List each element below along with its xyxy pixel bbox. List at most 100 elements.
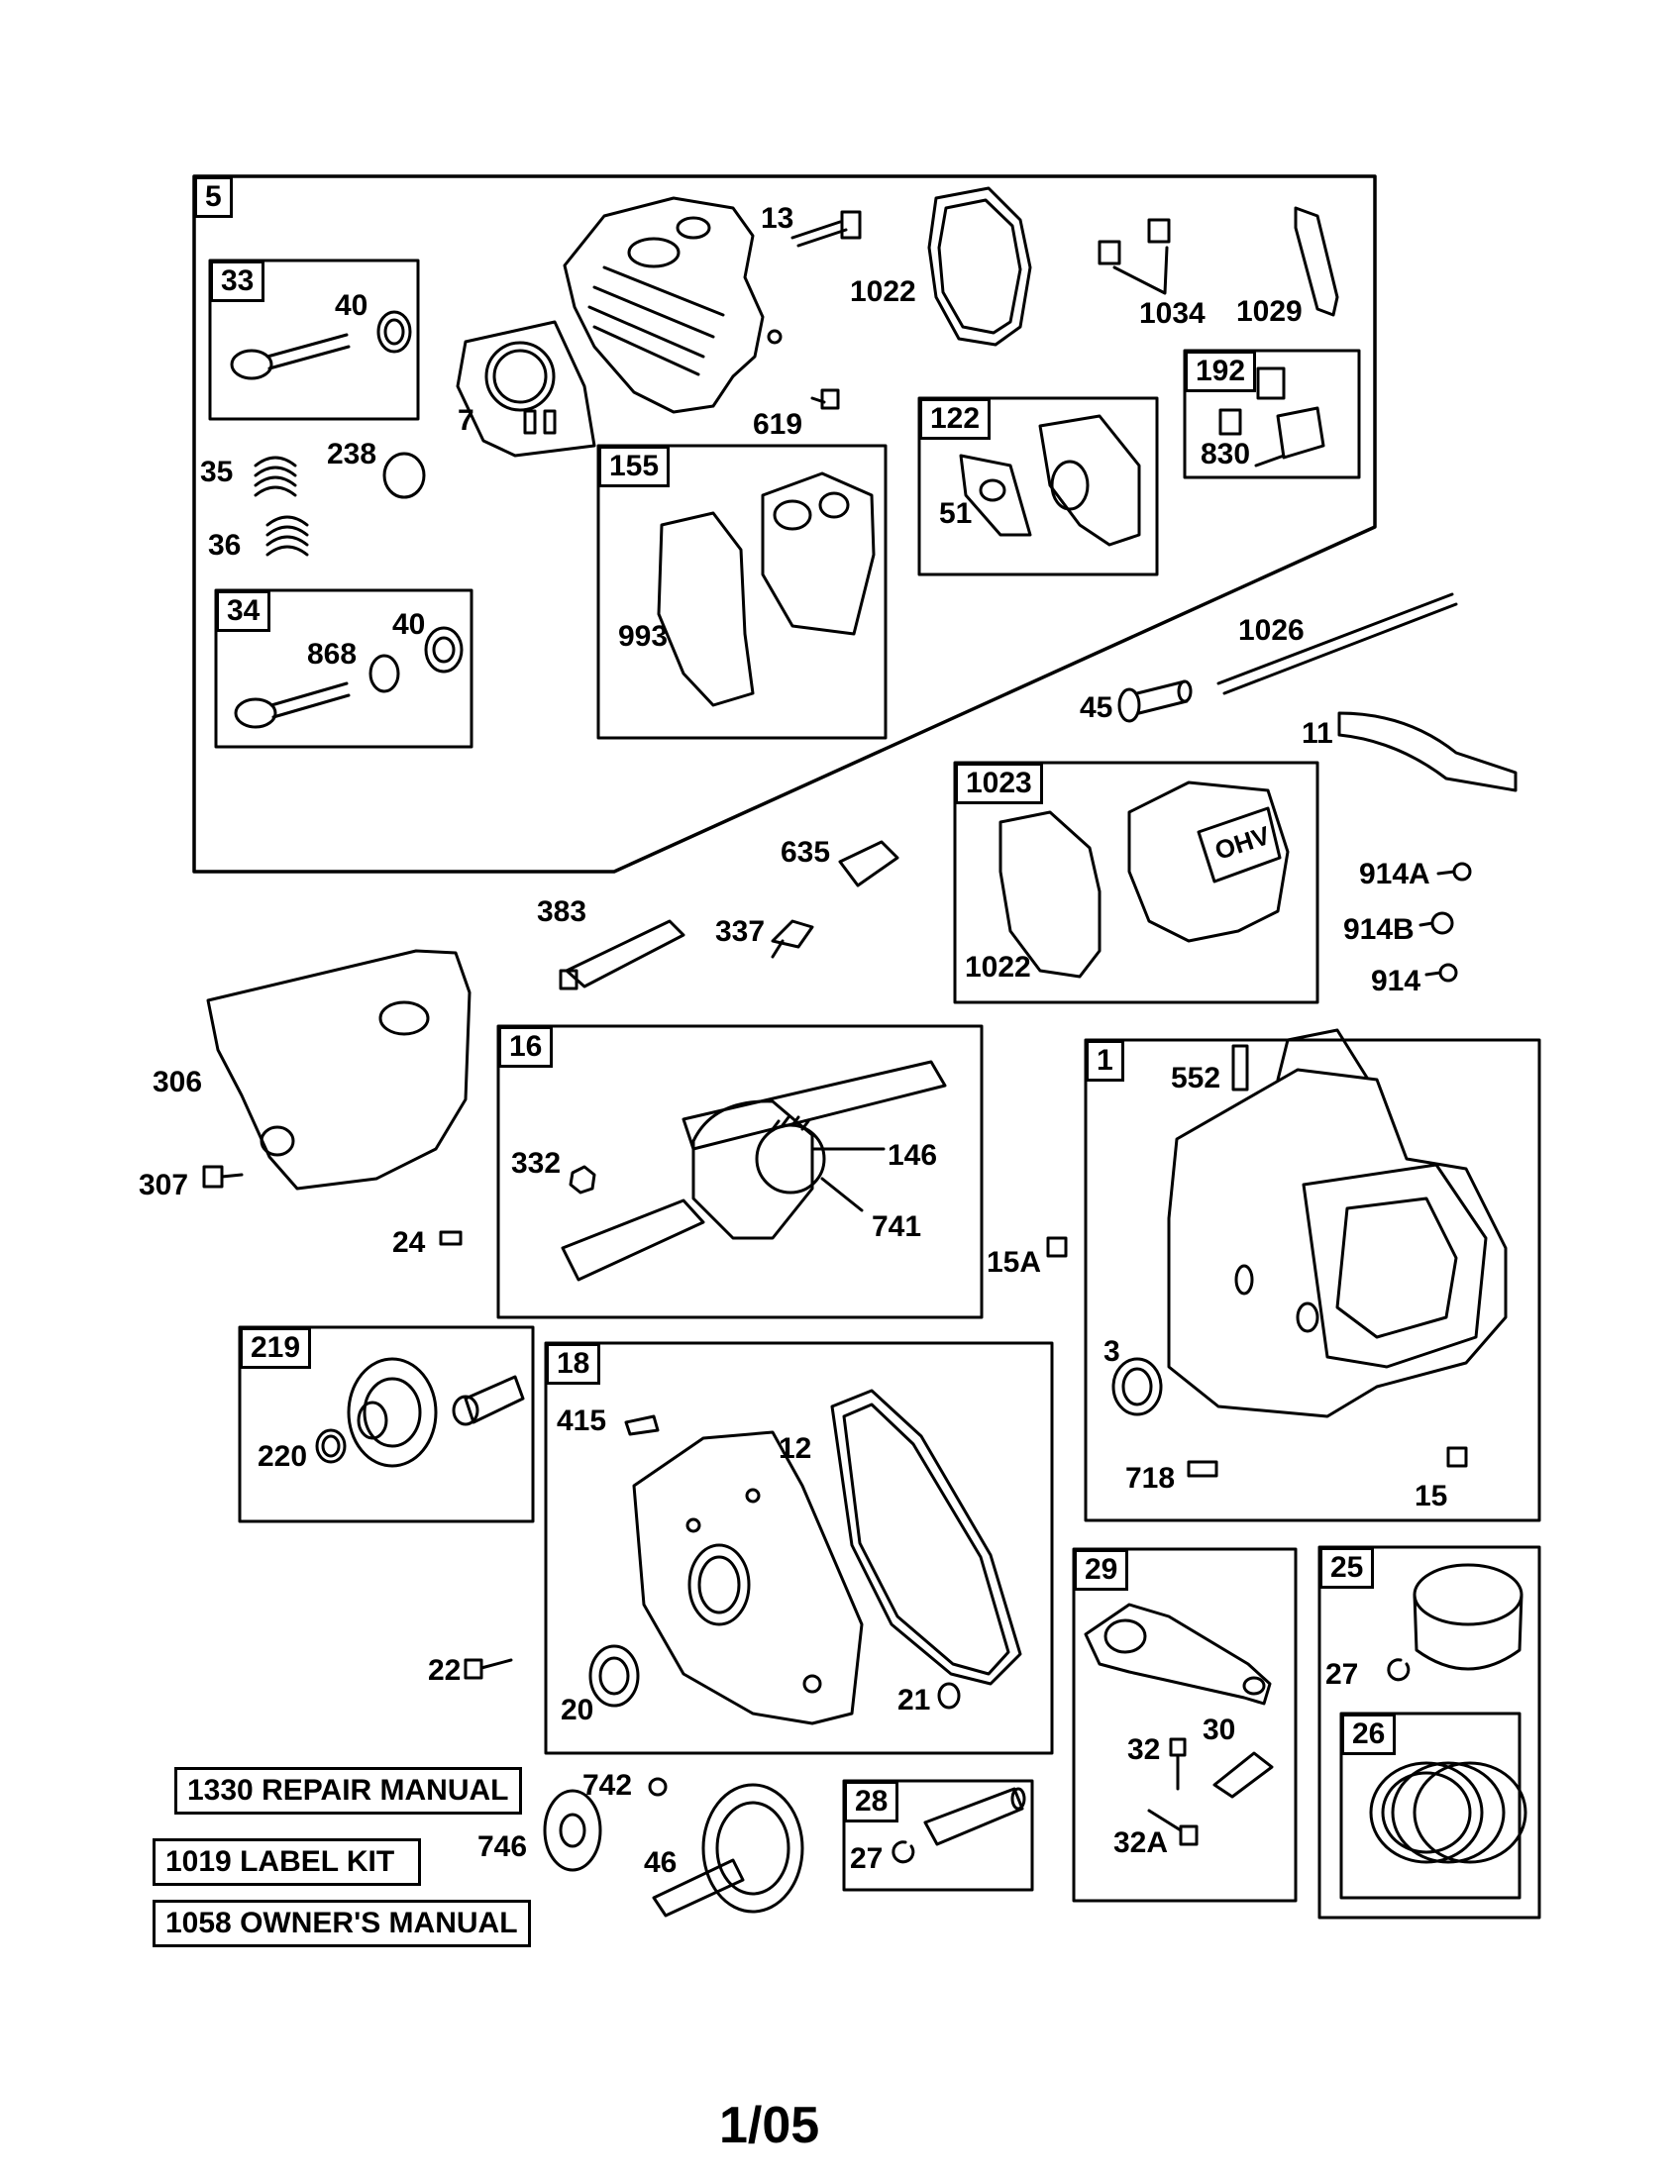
- shroud-screw-drawing: [202, 1165, 244, 1189]
- piston-ring-set-drawing: [1369, 1761, 1527, 1864]
- breather-tube-drawing: [1337, 711, 1518, 792]
- crankshaft-drawing: [561, 1060, 947, 1282]
- part-label: 718: [1125, 1462, 1176, 1495]
- cylinder-head-drawing: [563, 196, 783, 414]
- cover-plug-drawing: [624, 1414, 961, 1710]
- group-number-18: 18: [546, 1343, 601, 1385]
- part-label: 46: [644, 1846, 678, 1879]
- retainer-clip-drawing: [648, 1777, 668, 1797]
- piston-drawing: [1413, 1563, 1523, 1671]
- part-label: 238: [327, 438, 377, 470]
- part-label: 337: [715, 915, 766, 948]
- part-label: 27: [850, 1842, 884, 1875]
- part-label: 12: [779, 1432, 812, 1465]
- part-label: 635: [781, 836, 831, 869]
- group-number-1023: 1023: [955, 763, 1043, 804]
- group-number-26: 26: [1341, 1714, 1397, 1755]
- intake-valve-group-frame: [208, 259, 420, 421]
- cover-gasket-drawing: [830, 1389, 1022, 1686]
- blower-housing-drawing: [206, 949, 472, 1191]
- group-number-155: 155: [598, 446, 671, 487]
- cylinder-head-group-frame: [192, 174, 1377, 874]
- part-label: 22: [428, 1654, 462, 1687]
- group-frames: [192, 174, 1541, 1920]
- part-label: 1029: [1236, 295, 1303, 328]
- oil-seal-drawing: [1111, 1357, 1163, 1416]
- rod-bolt-drawing: [1147, 1737, 1199, 1846]
- part-label: 741: [872, 1210, 922, 1243]
- governor-group-frame: [238, 1325, 535, 1523]
- piston-pin-group-frame: [842, 1779, 1034, 1892]
- part-label: 40: [335, 289, 368, 322]
- part-label: 307: [139, 1169, 189, 1201]
- owners-manual-label: 1058 OWNER'S MANUAL: [153, 1900, 531, 1947]
- intake-manifold-drawing: [959, 414, 1141, 547]
- piston-group-frame: [1317, 1545, 1541, 1920]
- breather-fitting-drawing: [1218, 366, 1325, 468]
- crankcase-group-frame: [1084, 1038, 1541, 1522]
- part-label: 24: [392, 1226, 426, 1259]
- oil-dipper-drawing: [1212, 1751, 1274, 1799]
- part-label: 146: [888, 1139, 938, 1172]
- intake-valve-drawing: [230, 310, 412, 380]
- part-label: 36: [208, 529, 242, 562]
- key-drawing: [439, 1230, 463, 1246]
- group-number-122: 122: [919, 398, 992, 440]
- crank-leader-lines: [810, 1147, 886, 1212]
- piston-rings-group-frame: [1339, 1712, 1522, 1900]
- crankcase-cover-drawing: [632, 1430, 864, 1725]
- part-label: 1034: [1139, 297, 1206, 330]
- dipstick-tube-drawing: [559, 919, 685, 990]
- part-label: 40: [392, 608, 426, 641]
- pushrod-drawing: [1216, 592, 1458, 695]
- part-label: 13: [761, 202, 794, 235]
- part-label: 742: [582, 1769, 633, 1802]
- group-number-29: 29: [1074, 1549, 1129, 1591]
- gasket-set-group-frame: [596, 444, 888, 740]
- group-number-16: 16: [498, 1026, 554, 1068]
- label-kit-label: 1019 LABEL KIT: [153, 1838, 422, 1886]
- crank-nut-drawing: [569, 1165, 596, 1195]
- crankcase-cover-group-frame: [544, 1341, 1054, 1755]
- group-number-1: 1: [1086, 1040, 1124, 1082]
- group-number-5: 5: [194, 176, 233, 218]
- part-label: 914B: [1343, 913, 1415, 946]
- part-label: 1026: [1238, 614, 1305, 647]
- crankshaft-group-frame: [496, 1024, 984, 1319]
- connecting-rod-group-frame: [1072, 1547, 1298, 1903]
- part-label: 746: [477, 1830, 528, 1863]
- part-label: 552: [1171, 1062, 1221, 1094]
- exhaust-valve-drawing: [234, 626, 464, 729]
- group-number-28: 28: [844, 1781, 899, 1822]
- drain-plug-drawing: [1046, 1236, 1468, 1468]
- part-label: 868: [307, 638, 358, 671]
- part-label: 27: [1325, 1658, 1359, 1691]
- group-number-25: 25: [1319, 1547, 1375, 1589]
- part-label: 220: [258, 1440, 308, 1473]
- part-label: 45: [1080, 691, 1113, 724]
- part-label: 1022: [850, 275, 916, 308]
- rocker-arm-drawing: [1294, 206, 1339, 317]
- part-label: 30: [1203, 1714, 1236, 1746]
- head-gasket-drawing: [456, 320, 596, 458]
- group-number-34: 34: [216, 590, 271, 632]
- dowel-pin-drawing: [1187, 1044, 1249, 1478]
- valve-cap-drawing: [382, 452, 426, 499]
- head-bolt-drawing: [790, 210, 862, 248]
- governor-drawing: [315, 1357, 525, 1468]
- page-number: 1/05: [719, 2097, 820, 2154]
- valve-spring-drawing: [254, 456, 309, 557]
- valve-cover-screw-drawing: [1418, 862, 1472, 983]
- breather-fitting-group-frame: [1183, 349, 1361, 479]
- head-screw-drawing: [810, 388, 840, 410]
- part-label: 914: [1371, 965, 1421, 997]
- cover-oil-seal-drawing: [588, 1644, 640, 1708]
- group-number-192: 192: [1185, 351, 1257, 392]
- part-label: 1022: [965, 951, 1031, 984]
- cam-gear-drawing: [543, 1789, 602, 1872]
- part-label: 15: [1415, 1480, 1448, 1512]
- part-label: 7: [458, 404, 474, 437]
- group-number-33: 33: [210, 260, 265, 302]
- part-label: 21: [897, 1684, 931, 1716]
- intake-manifold-group-frame: [917, 396, 1159, 576]
